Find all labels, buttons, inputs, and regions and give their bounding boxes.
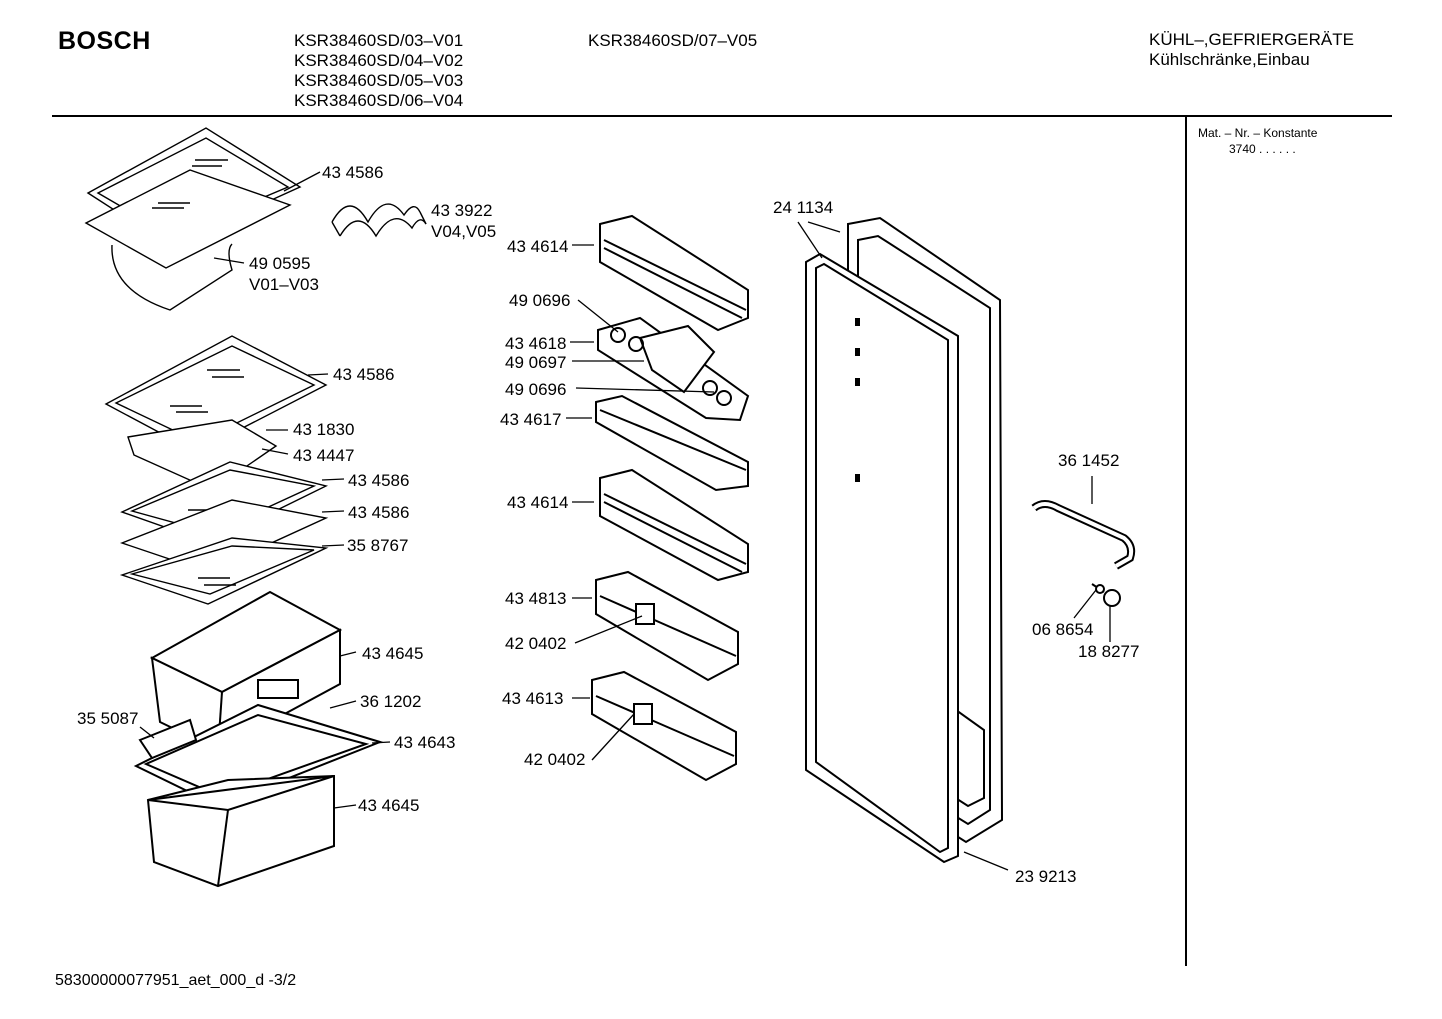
door-gasket <box>805 252 959 864</box>
part-label: 43 4643 <box>394 733 456 752</box>
door-bin-4 <box>595 570 739 682</box>
part-label: 49 0696 <box>505 380 567 399</box>
screw-cap <box>1091 583 1121 607</box>
part-label: 36 1452 <box>1058 451 1120 470</box>
glass-shelf-top <box>84 127 302 311</box>
part-label: 24 1134 <box>773 198 834 217</box>
door-bin-2 <box>595 394 749 492</box>
part-label: 36 1202 <box>360 692 422 711</box>
part-label: 43 4586 <box>348 503 410 522</box>
model-extra: KSR38460SD/07–V05 <box>588 31 758 50</box>
part-label: 35 5087 <box>77 709 139 728</box>
door-bin-3 <box>599 468 749 582</box>
part-label: 49 0595 <box>249 254 311 273</box>
crisper-drawer-lower <box>146 774 335 888</box>
category-subtitle: Kühlschränke,Einbau <box>1149 50 1310 69</box>
door-bin-1 <box>599 214 749 332</box>
part-label: 18 8277 <box>1078 642 1140 661</box>
model-line: KSR38460SD/03–V01 <box>294 31 464 50</box>
door-handle <box>1031 500 1136 570</box>
part-label: 43 3922 <box>431 201 493 220</box>
category-title: KÜHL–,GEFRIERGERÄTE <box>1149 30 1354 49</box>
wine-rack <box>331 203 427 238</box>
glass-shelf-stack <box>104 335 329 605</box>
part-label: 43 4586 <box>333 365 395 384</box>
part-label: 43 1830 <box>293 420 355 439</box>
part-label: 43 4586 <box>348 471 410 490</box>
crisper-cover <box>133 703 384 808</box>
part-label: 42 0402 <box>505 634 567 653</box>
part-label: 43 4617 <box>500 410 562 429</box>
part-label: 35 8767 <box>347 536 409 555</box>
part-label: 43 4645 <box>362 644 424 663</box>
part-label: 42 0402 <box>524 750 586 769</box>
sidebar-title: Mat. – Nr. – Konstante <box>1198 126 1318 140</box>
part-label: 43 4618 <box>505 334 567 353</box>
crisper-drawer-upper <box>149 590 343 752</box>
part-label: 43 4447 <box>293 446 355 465</box>
egg-tray <box>597 316 750 422</box>
model-line: KSR38460SD/06–V04 <box>294 91 464 110</box>
part-label: 06 8654 <box>1032 620 1094 639</box>
part-label: 43 4613 <box>502 689 564 708</box>
part-label: 49 0696 <box>509 291 571 310</box>
door-studs <box>855 318 860 482</box>
part-label: 49 0697 <box>505 353 567 372</box>
part-label: 43 4645 <box>358 796 420 815</box>
model-line: KSR38460SD/04–V02 <box>294 51 464 70</box>
model-line: KSR38460SD/05–V03 <box>294 71 464 90</box>
sidebar-value: 3740 . . . . . . <box>1229 142 1296 156</box>
brand-logo: BOSCH <box>58 27 151 55</box>
model-list: KSR38460SD/03–V01 KSR38460SD/04–V02 KSR3… <box>294 31 463 111</box>
part-variant-label: V01–V03 <box>249 275 319 294</box>
document-id: 58300000077951_aet_000_d -3/2 <box>55 972 297 989</box>
part-label: 43 4586 <box>322 163 384 182</box>
part-label: 43 4813 <box>505 589 567 608</box>
door-bin-5 <box>591 670 737 782</box>
part-label: 23 9213 <box>1015 867 1077 886</box>
part-label: 43 4614 <box>507 493 569 512</box>
part-variant-label: V04,V05 <box>431 222 497 241</box>
part-label: 43 4614 <box>507 237 569 256</box>
leader-lines <box>139 171 1111 871</box>
